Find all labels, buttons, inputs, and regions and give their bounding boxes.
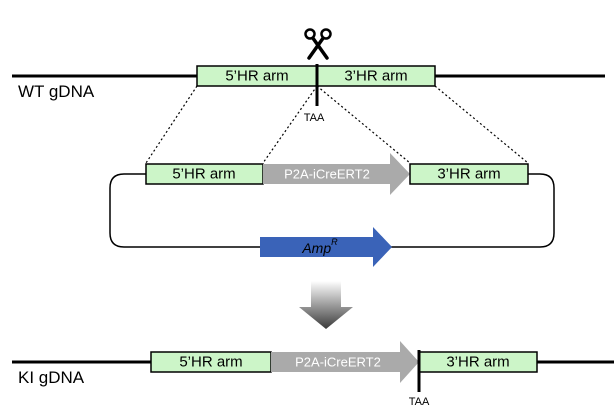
amp-resistance-label: AmpR bbox=[301, 237, 338, 256]
ki-cassette-arrow bbox=[271, 341, 419, 383]
ki-cassette-label: P2A-iCreERT2 bbox=[295, 355, 381, 370]
plasmid-3hr-arm-label: 3’HR arm bbox=[437, 166, 500, 183]
ki-3hr-arm-label: 3’HR arm bbox=[446, 354, 509, 371]
wt-gdna-label: WT gDNA bbox=[18, 82, 95, 101]
plasmid-cassette-arrow bbox=[263, 153, 410, 195]
ki-gdna: 5’HR arm P2A-iCreERT2 3’HR arm TAA KI gD… bbox=[12, 341, 614, 408]
amp-resistance-superscript: R bbox=[331, 237, 338, 247]
targeting-plasmid: 5’HR arm P2A-iCreERT2 3’HR arm AmpR bbox=[109, 153, 555, 267]
ki-5hr-arm-label: 5’HR arm bbox=[179, 354, 242, 371]
wt-stop-codon-label: TAA bbox=[304, 112, 325, 124]
wt-5hr-arm-label: 5’HR arm bbox=[225, 68, 288, 85]
wt-gdna: 5’HR arm 3’HR arm TAA WT gDNA bbox=[12, 28, 605, 124]
plasmid-5hr-arm-label: 5’HR arm bbox=[172, 166, 235, 183]
scissors-icon bbox=[304, 28, 332, 60]
amp-resistance-arrow bbox=[260, 227, 392, 267]
ki-gdna-label: KI gDNA bbox=[18, 368, 85, 387]
homology-guides bbox=[145, 85, 529, 164]
down-arrow-icon bbox=[299, 281, 353, 329]
ki-stop-codon-label: TAA bbox=[409, 396, 430, 408]
wt-3hr-arm-label: 3’HR arm bbox=[344, 68, 407, 85]
plasmid-3hr-arm-box bbox=[409, 163, 529, 185]
plasmid-cassette-label: P2A-iCreERT2 bbox=[284, 167, 370, 182]
amp-resistance-name: Amp bbox=[301, 240, 331, 256]
